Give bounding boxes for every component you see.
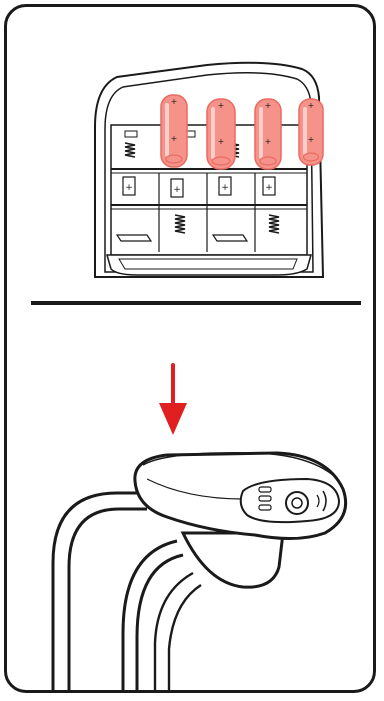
- plate-mark-1: +: [125, 183, 133, 193]
- battery-highlight: [165, 103, 169, 157]
- stand-tube-inner-left: [69, 509, 147, 693]
- plate-mark-2: +: [173, 185, 181, 195]
- stand-tube-outer-left: [53, 493, 147, 693]
- battery-top-mark: +: [218, 101, 225, 110]
- battery-top-mark: +: [308, 101, 315, 110]
- battery-mid-mark: +: [308, 135, 315, 144]
- battery-top-mark: +: [265, 101, 272, 110]
- lower-contact-2: [213, 235, 247, 241]
- arrow-head: [159, 403, 187, 435]
- battery-1: ++: [161, 95, 187, 167]
- left-button-top: [259, 487, 271, 492]
- battery-2: ++: [207, 99, 235, 169]
- compartment-ledge: [107, 255, 311, 275]
- left-button-bottom: [259, 505, 271, 510]
- battery-highlight: [303, 107, 307, 155]
- battery-3: ++: [255, 99, 281, 169]
- battery-highlight: [259, 107, 263, 159]
- stand-tube-rear-2: [169, 585, 201, 693]
- plate-mark-3: +: [221, 183, 229, 193]
- center-button-icon: [286, 492, 308, 514]
- controller-body: [135, 453, 346, 539]
- plate-mark-4: +: [265, 183, 273, 193]
- battery-mid-mark: +: [171, 134, 178, 143]
- contact-tab-1: [125, 131, 137, 137]
- battery-mid-mark: +: [218, 137, 225, 146]
- stand-tube-rear: [155, 573, 193, 693]
- stand-tube-inner-mid: [137, 555, 183, 693]
- battery-mid-mark: +: [265, 137, 272, 146]
- battery-highlight: [211, 107, 215, 159]
- lower-contact-1: [117, 235, 151, 241]
- battery-compartment-illustration: + + + +: [7, 7, 376, 297]
- down-arrow-icon: [159, 365, 187, 435]
- controller-stand-illustration: [7, 303, 376, 693]
- instruction-card: + + + +: [4, 4, 376, 693]
- battery-4: ++: [299, 99, 323, 165]
- battery-top-mark: +: [171, 97, 178, 106]
- left-button-mid: [259, 496, 271, 501]
- stand-cradle: [183, 533, 283, 587]
